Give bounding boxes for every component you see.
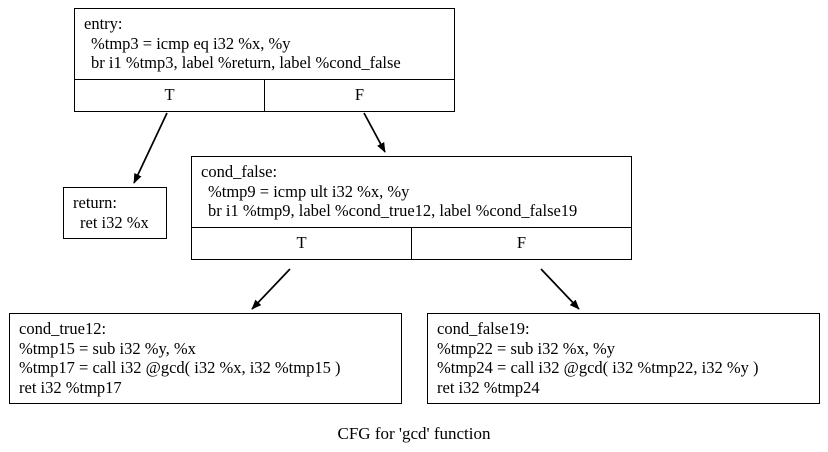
edge-cond-false-false-to-cond-false19 [540,268,580,310]
node-entry-body: entry: %tmp3 = icmp eq i32 %x, %y br i1 … [75,9,454,79]
node-return-body: return: ret i32 %x [64,188,166,238]
node-cond-true12-line-2: %tmp17 = call i32 @gcd( i32 %x, i32 %tmp… [19,358,341,377]
node-cond-false19-line-1: %tmp22 = sub i32 %x, %y [437,338,615,358]
node-return[interactable]: return: ret i32 %x [63,187,167,239]
node-cond-false-port-false[interactable]: F [411,227,631,259]
node-cond-true12[interactable]: cond_true12: %tmp15 = sub i32 %y, %x %tm… [9,313,402,404]
node-cond-false-ports: T F [192,226,631,259]
node-cond-true12-line-0: cond_true12: [19,319,107,338]
node-cond-true12-body: cond_true12: %tmp15 = sub i32 %y, %x %tm… [10,314,401,403]
diagram-caption: CFG for 'gcd' function [337,424,491,443]
node-cond-false19-line-2: %tmp24 = call i32 @gcd( i32 %tmp22, i32 … [437,358,759,377]
edge-entry-false-to-cond-false [363,112,386,153]
node-entry-line-0: entry: [84,14,123,33]
edge-cond-false-true-to-cond-true12 [251,268,291,310]
node-cond-false19-line-3: ret i32 %tmp24 [437,377,540,397]
node-cond-false-line-0: cond_false: [201,162,278,181]
node-cond-false-line-1: %tmp9 = icmp ult i32 %x, %y [208,181,410,201]
node-cond-true12-line-3: ret i32 %tmp17 [19,377,122,397]
node-cond-true12-line-1: %tmp15 = sub i32 %y, %x [19,338,196,358]
node-return-line-0: return: [73,193,117,212]
node-cond-false-port-true[interactable]: T [296,232,307,252]
node-entry-port-false[interactable]: F [264,79,454,111]
node-entry[interactable]: entry: %tmp3 = icmp eq i32 %x, %y br i1 … [74,8,455,112]
node-entry-ports: T F [75,78,454,111]
node-cond-false19-line-0: cond_false19: [437,319,530,338]
node-cond-false[interactable]: cond_false: %tmp9 = icmp ult i32 %x, %y … [191,156,632,260]
node-cond-false19[interactable]: cond_false19: %tmp22 = sub i32 %x, %y %t… [427,313,820,404]
node-cond-false-body: cond_false: %tmp9 = icmp ult i32 %x, %y … [192,157,631,227]
node-entry-line-2: br i1 %tmp3, label %return, label %cond_… [91,53,401,72]
edge-entry-true-to-return [133,112,168,184]
node-cond-false-line-2: br i1 %tmp9, label %cond_true12, label %… [208,201,578,220]
node-entry-line-1: %tmp3 = icmp eq i32 %x, %y [91,33,291,53]
node-entry-port-true[interactable]: T [164,84,175,104]
node-return-line-1: ret i32 %x [80,212,149,232]
node-cond-false19-body: cond_false19: %tmp22 = sub i32 %x, %y %t… [428,314,819,403]
